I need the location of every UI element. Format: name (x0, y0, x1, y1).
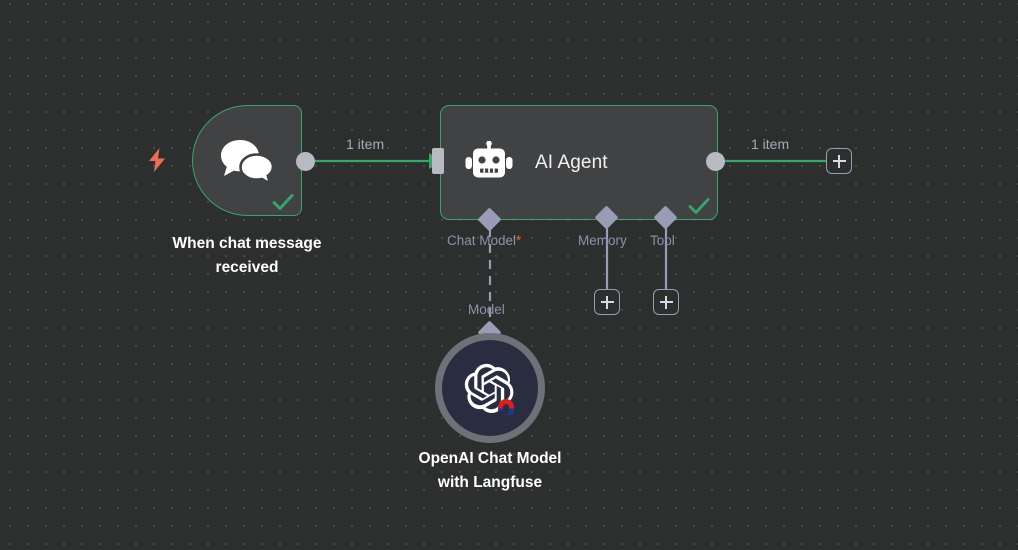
node-label-ai-agent: AI Agent (535, 151, 608, 173)
add-node-after-agent-button[interactable] (826, 148, 852, 174)
add-memory-button[interactable] (594, 289, 620, 315)
node-title-trigger: When chat message received (172, 235, 322, 277)
plus-horizontal (600, 301, 614, 303)
agent-subport-label-memory: Memory (578, 233, 627, 248)
langfuse-magnet-icon (498, 399, 514, 416)
add-tool-button[interactable] (653, 289, 679, 315)
node-ai-agent[interactable]: AI Agent (440, 105, 718, 220)
plus-horizontal (659, 301, 673, 303)
agent-subport-label-tool: Tool (650, 233, 675, 248)
chat-bubbles-icon (219, 138, 275, 186)
status-check-icon-agent (688, 197, 710, 215)
node-openai-chat-model[interactable] (435, 333, 545, 443)
robot-icon (465, 140, 513, 185)
plus-horizontal (832, 160, 846, 162)
lightning-bolt-icon (147, 148, 167, 172)
agent-output-port[interactable] (706, 152, 725, 171)
status-check-icon (272, 193, 294, 211)
agent-input-port[interactable] (432, 148, 444, 174)
edge-label-agent-to-next: 1 item (751, 136, 790, 152)
trigger-output-port[interactable] (296, 152, 315, 171)
chat-model-text: Chat Model (447, 233, 517, 248)
edge-label-trigger-to-agent: 1 item (346, 136, 385, 152)
node-title-openai: OpenAI Chat Model with Langfuse (418, 450, 562, 492)
node-when-chat-message-received[interactable] (192, 105, 302, 216)
required-asterisk: * (516, 233, 522, 248)
openai-port-label-model: Model (468, 302, 505, 317)
agent-subport-label-chat-model: Chat Model* (447, 233, 521, 248)
